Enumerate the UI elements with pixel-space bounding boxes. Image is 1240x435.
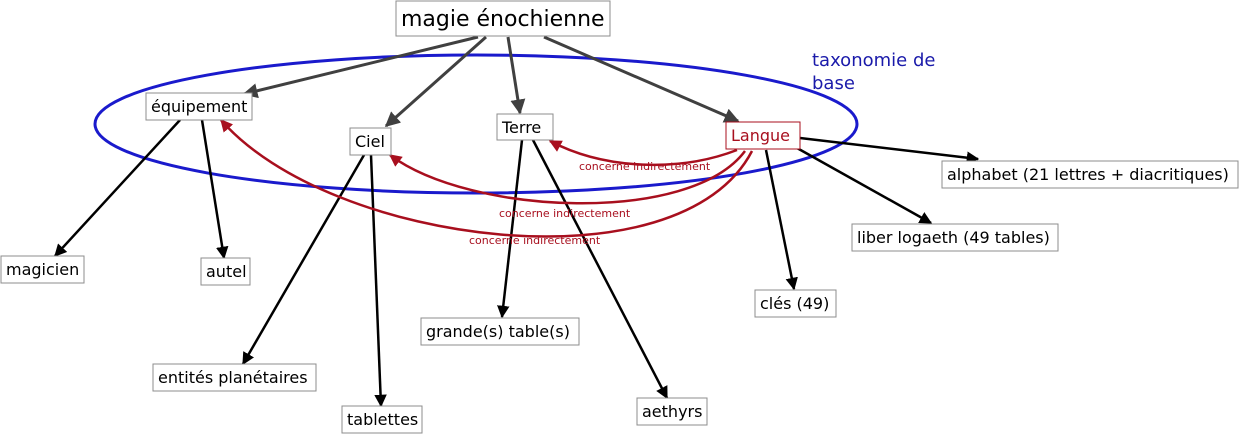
node-terre-label: Terre <box>501 118 541 137</box>
edge-equipement-autel <box>200 119 229 260</box>
node-entites: entités planétaires <box>152 363 317 392</box>
node-grandes-label: grande(s) table(s) <box>426 322 570 341</box>
node-aethyrs-label: aethyrs <box>642 402 702 421</box>
relation-label-3: concerne indirectement <box>469 234 601 247</box>
node-tablettes: tablettes <box>341 405 423 434</box>
edge-ciel-tablettes <box>369 154 387 408</box>
node-autel: autel <box>200 257 251 286</box>
node-magicien: magicien <box>0 255 85 284</box>
node-terre: Terre <box>496 113 554 141</box>
node-root-label: magie énochienne <box>401 7 605 32</box>
node-equipement: équipement <box>145 92 253 121</box>
edge-root-terre <box>506 36 526 115</box>
relation-langue-ciel <box>388 150 747 205</box>
node-tablettes-label: tablettes <box>347 410 418 429</box>
node-autel-label: autel <box>206 262 247 281</box>
node-grandes: grande(s) table(s) <box>420 317 580 346</box>
relation-label-1: concerne indirectement <box>579 160 711 173</box>
edge-terre-grandes <box>497 139 524 319</box>
edge-equipement-magicien <box>54 119 181 257</box>
relation-label-2: concerne indirectement <box>499 207 631 220</box>
edge-root-langue <box>543 35 740 123</box>
node-alphabet: alphabet (21 lettres + diacritiques) <box>941 160 1239 189</box>
node-alphabet-label: alphabet (21 lettres + diacritiques) <box>947 165 1229 184</box>
edge-root-ciel <box>384 35 487 128</box>
edge-langue-cles <box>764 149 798 291</box>
node-cles-label: clés (49) <box>760 294 829 313</box>
taxonomy-label-line1: taxonomie de <box>812 50 935 71</box>
edge-langue-alphabet <box>799 136 980 164</box>
edge-terre-aethyrs <box>531 139 669 400</box>
node-cles: clés (49) <box>754 289 837 318</box>
node-entites-label: entités planétaires <box>158 368 308 387</box>
node-langue: Langue <box>725 121 801 150</box>
taxonomy-ellipse <box>93 53 859 195</box>
node-aethyrs: aethyrs <box>636 397 708 426</box>
node-root: magie énochienne <box>395 0 611 37</box>
node-ciel: Ciel <box>349 127 392 156</box>
taxonomy-label-line2: base <box>812 73 855 94</box>
relation-langue-equipement <box>220 119 754 238</box>
node-equipement-label: équipement <box>151 97 247 116</box>
edge-langue-liber <box>796 146 933 225</box>
node-langue-label: Langue <box>731 126 790 145</box>
node-ciel-label: Ciel <box>355 132 385 151</box>
node-liber: liber logaeth (49 tables) <box>851 223 1059 252</box>
edge-root-equipement <box>242 35 479 99</box>
node-liber-label: liber logaeth (49 tables) <box>857 228 1050 247</box>
relation-langue-terre <box>548 139 738 167</box>
edge-ciel-entites <box>241 154 366 366</box>
node-magicien-label: magicien <box>6 260 79 279</box>
